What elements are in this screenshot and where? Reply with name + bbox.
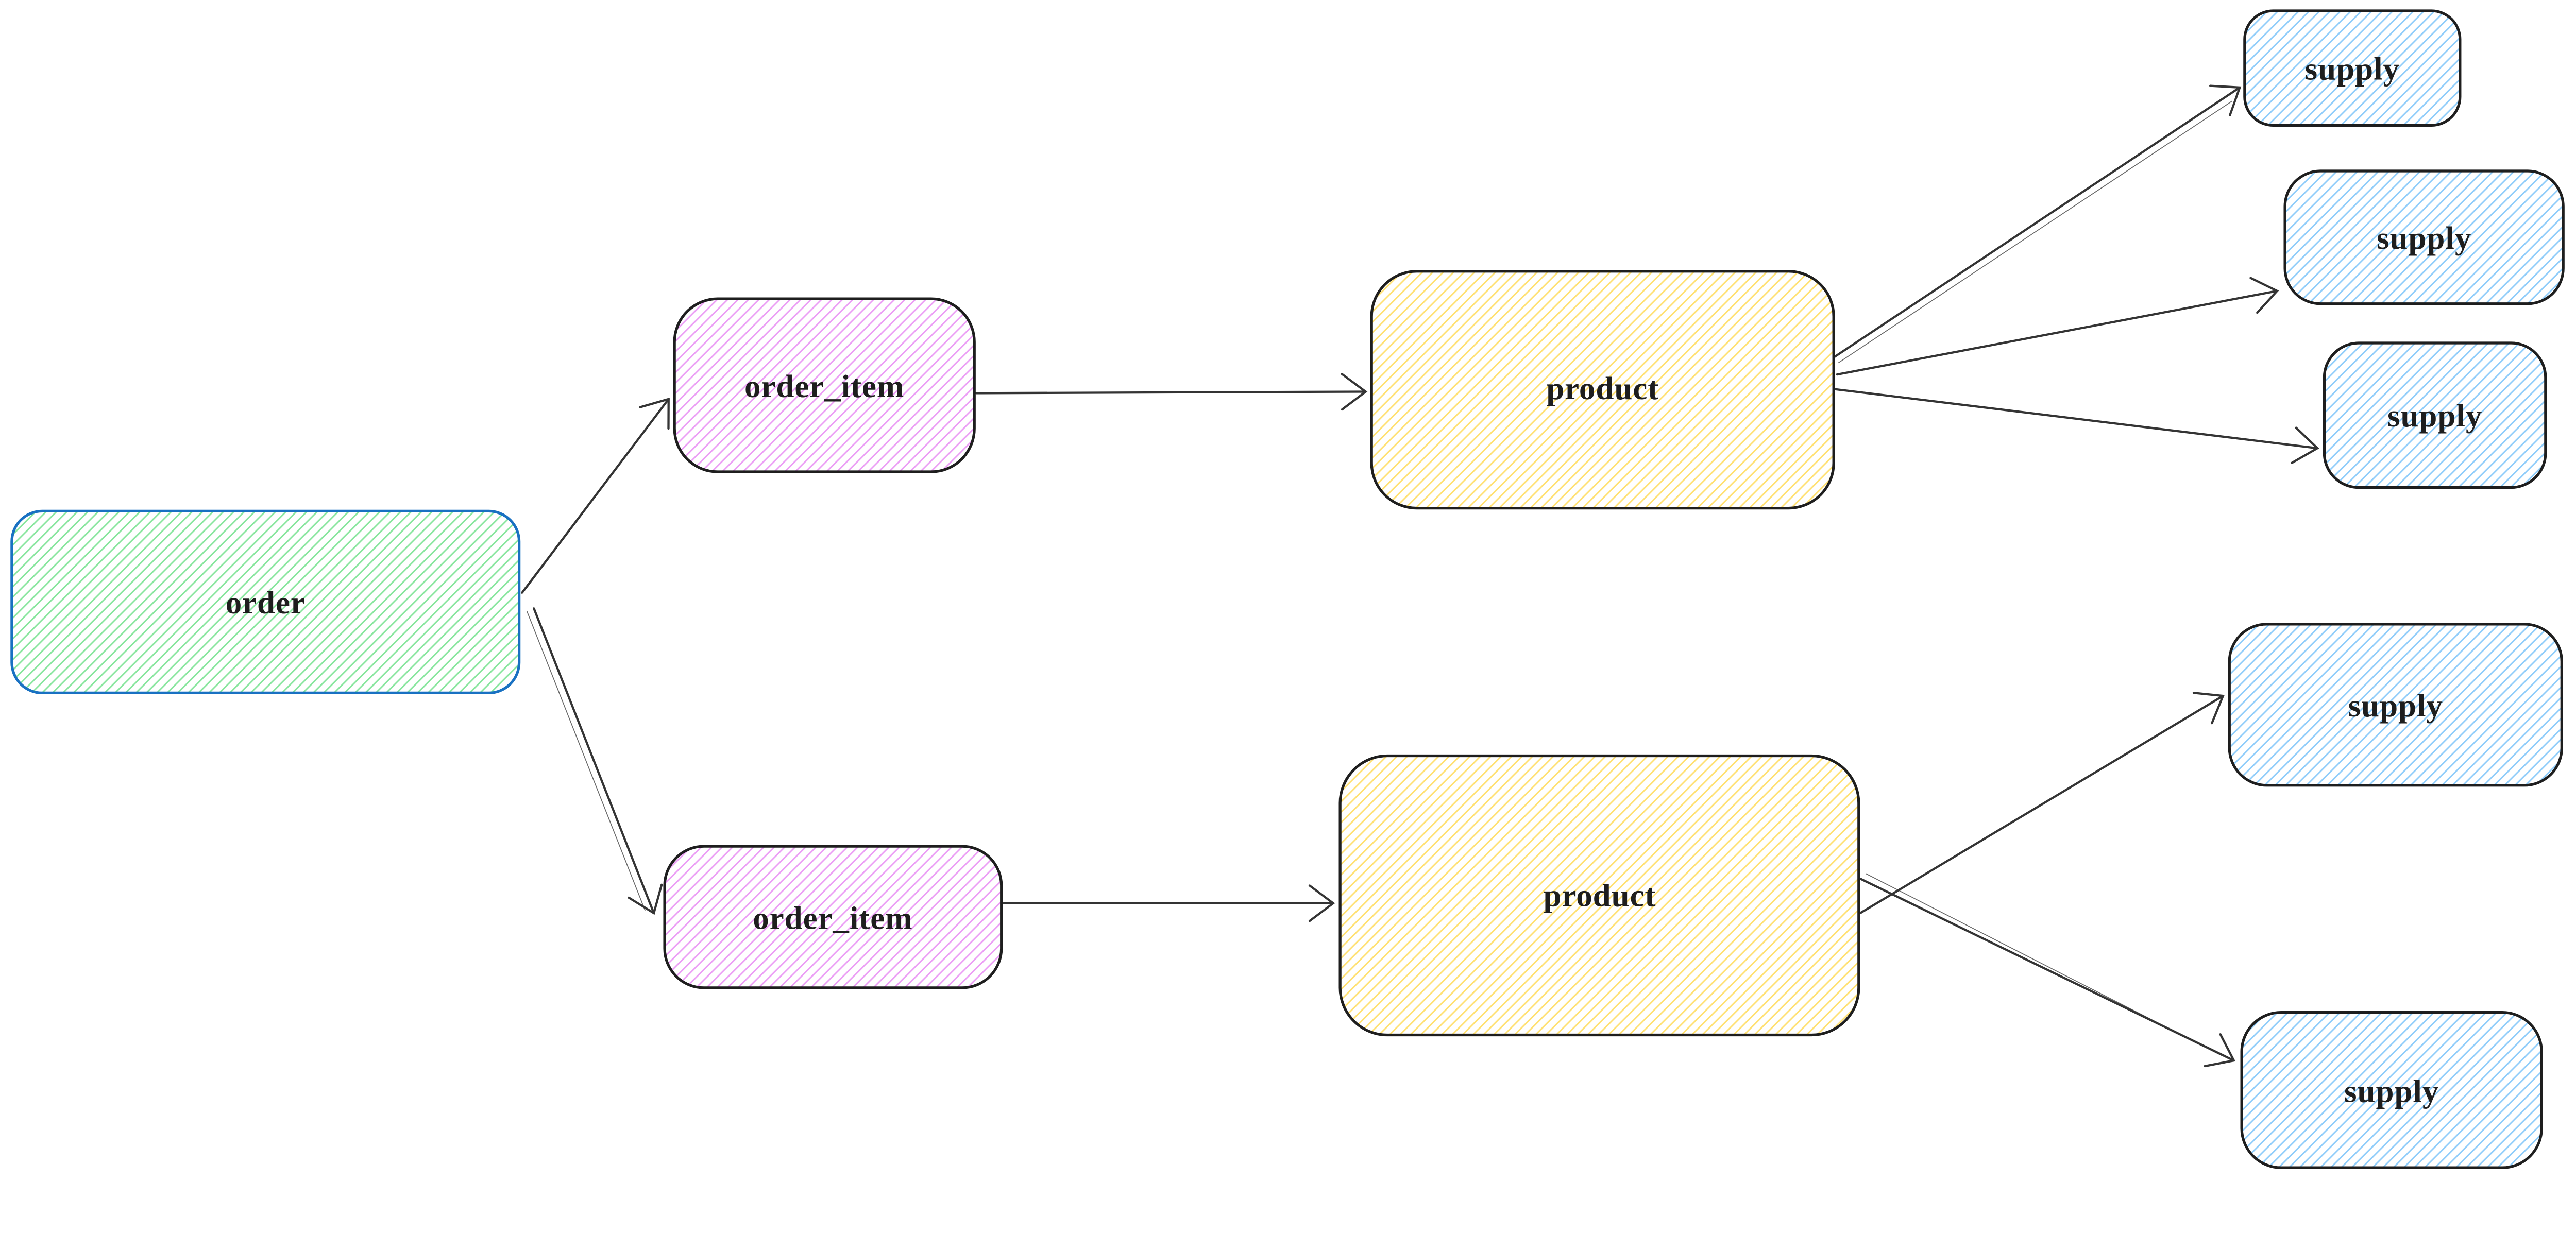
product-top-box-shape[interactable]: [1370, 270, 1835, 510]
edge-order-to-order-item-bottom-sketch: [527, 611, 646, 911]
edges-layer: [521, 84, 2319, 1068]
edge-product-bottom-to-supply-4[interactable]: [1859, 692, 2225, 915]
node-supply-5[interactable]: supply: [2240, 1011, 2543, 1169]
edge-product-top-to-supply-3[interactable]: [1834, 388, 2319, 464]
node-order[interactable]: order: [10, 509, 521, 695]
node-product-top[interactable]: product: [1370, 270, 1835, 510]
order-item-bottom-box-shape[interactable]: [663, 845, 1003, 989]
supply-5-box-shape[interactable]: [2240, 1011, 2543, 1169]
node-order-item-bottom[interactable]: order_item: [663, 845, 1003, 989]
order-item-top-box-shape[interactable]: [673, 297, 976, 473]
node-product-bottom[interactable]: product: [1338, 754, 1860, 1037]
edge-product-top-to-supply-1[interactable]: [1833, 84, 2242, 358]
edge-product-top-to-supply-2[interactable]: [1836, 277, 2279, 376]
node-supply-3[interactable]: supply: [2323, 341, 2547, 489]
edge-order-to-order-item-bottom[interactable]: [533, 607, 663, 915]
node-supply-2[interactable]: supply: [2283, 169, 2565, 305]
edge-product-bottom-to-supply-5-sketch: [1866, 873, 2223, 1056]
edge-order-item-top-to-product-top[interactable]: [975, 373, 1368, 411]
supply-1-box-shape[interactable]: [2243, 9, 2462, 127]
supply-2-box-shape[interactable]: [2283, 169, 2565, 305]
edge-product-top-to-supply-1-sketch: [1838, 100, 2232, 364]
supply-4-box-shape[interactable]: [2228, 623, 2563, 787]
product-bottom-box-shape[interactable]: [1338, 754, 1860, 1037]
diagram-svg[interactable]: order order_item order_item product prod…: [0, 0, 2576, 1176]
node-supply-1[interactable]: supply: [2243, 9, 2462, 127]
supply-3-box-shape[interactable]: [2323, 341, 2547, 489]
node-supply-4[interactable]: supply: [2228, 623, 2563, 787]
nodes-layer: order order_item order_item product prod…: [10, 9, 2565, 1169]
node-order-item-top[interactable]: order_item: [673, 297, 976, 473]
edge-order-to-order-item-top[interactable]: [521, 397, 670, 594]
diagram-canvas[interactable]: order order_item order_item product prod…: [0, 0, 2576, 1176]
edge-order-to-order-item-top-sketch: [526, 496, 596, 589]
order-box-shape[interactable]: [10, 509, 521, 695]
